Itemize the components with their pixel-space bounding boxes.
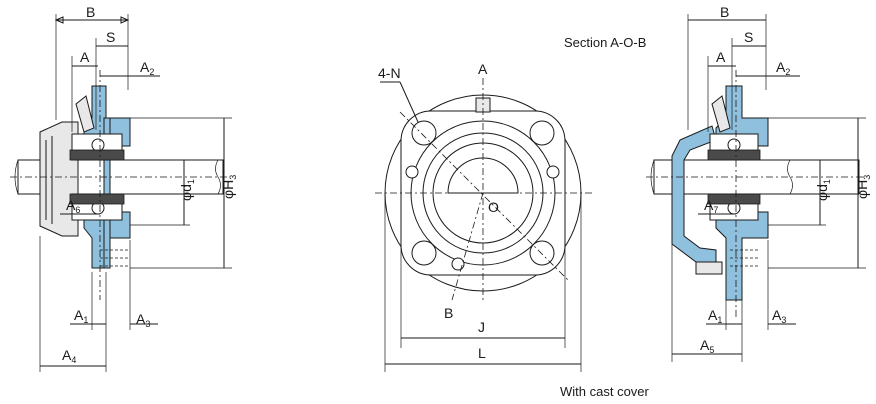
label-A2-right: A2 (776, 59, 790, 77)
left-section-view: B S A A2 φd1 φH3 A6 A1 A3 A4 (10, 4, 238, 372)
label-A2: A2 (140, 59, 154, 77)
label-L: L (478, 345, 486, 361)
label-J: J (478, 319, 485, 335)
label-O: O (488, 199, 499, 215)
right-section-view: Section A-O-B B S A (560, 4, 872, 399)
label-A1: A1 (74, 307, 88, 325)
section-caption: Section A-O-B (564, 35, 646, 50)
center-front-view: A O B 4-N J L (375, 61, 592, 372)
label-S: S (106, 29, 115, 45)
bolt-hole (529, 120, 555, 146)
label-B: B (86, 4, 95, 20)
label-section-B: B (444, 305, 453, 321)
bolt-hole (411, 120, 437, 146)
shaft-bore (447, 157, 519, 194)
label-H3: φH3 (220, 175, 238, 199)
label-A3-right: A3 (772, 307, 786, 325)
bolt-hole (529, 240, 555, 266)
label-A5: A5 (700, 337, 714, 355)
label-4N: 4-N (378, 65, 401, 81)
label-A7: A7 (704, 197, 718, 215)
label-d1-right: φd1 (814, 179, 832, 201)
label-section-A: A (478, 61, 488, 77)
label-d1: φd1 (178, 179, 196, 201)
label-A-right: A (716, 49, 726, 65)
label-B-right: B (720, 4, 729, 20)
label-A4: A4 (62, 347, 76, 365)
bolt-hole (411, 240, 437, 266)
left-cover (39, 121, 79, 237)
label-A: A (80, 49, 90, 65)
label-A1-right: A1 (708, 307, 722, 325)
label-S-right: S (744, 29, 753, 45)
label-H3-right: φH3 (854, 175, 872, 199)
label-A3: A3 (136, 311, 150, 329)
label-A6: A6 (66, 197, 80, 215)
left-grease-nipple (75, 95, 95, 133)
cast-cover-caption: With cast cover (560, 384, 650, 399)
